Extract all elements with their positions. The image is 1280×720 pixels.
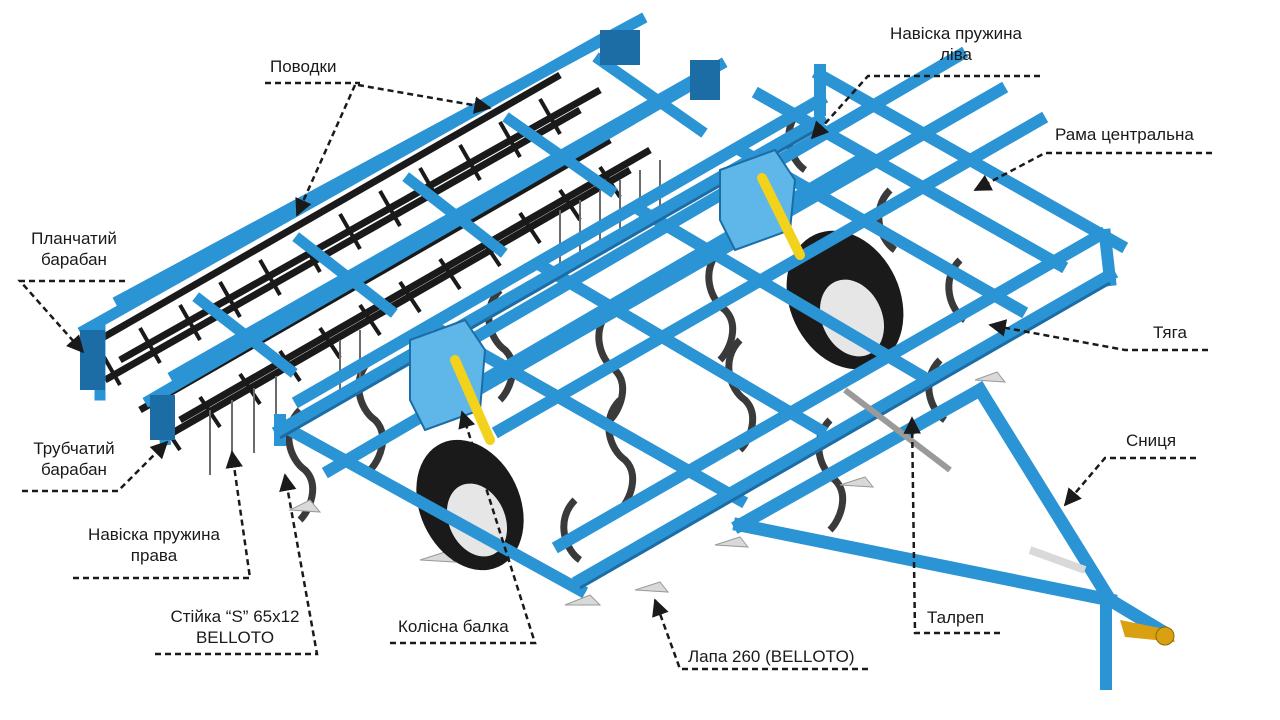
label-naviska-prava: Навіска пружина права (72, 524, 236, 566)
label-kolisna-text: Колісна балка (398, 617, 509, 636)
leader-naviska-prava (73, 450, 252, 580)
label-snytsia: Сниця (1126, 430, 1176, 451)
label-lapa-260: Лапа 260 (BELLOTO) (688, 646, 855, 667)
label-naviska-liva-line1: Навіска пружина (890, 24, 1022, 43)
rear-harrow-mounts (80, 30, 720, 440)
label-rama-text: Рама центральна (1055, 125, 1194, 144)
label-tyaha-text: Тяга (1153, 323, 1187, 342)
turnbuckle (843, 387, 952, 473)
leader-talrep (903, 416, 1000, 635)
label-naviska-prava-line2: права (130, 546, 178, 565)
label-tyaha: Тяга (1153, 322, 1187, 343)
leader-lapa (652, 598, 868, 671)
label-talrep: Талреп (927, 607, 984, 628)
label-rama-tsentralna: Рама центральна (1055, 124, 1194, 145)
leader-povodky-b (357, 83, 492, 114)
label-naviska-prava-line1: Навіска пружина (88, 525, 220, 544)
label-povodky-text: Поводки (270, 57, 337, 76)
leader-snytsia (1063, 456, 1196, 507)
leader-tyaha (988, 319, 1208, 352)
label-snytsia-text: Сниця (1126, 431, 1177, 450)
label-planchatyi-line1: Планчатий (31, 229, 117, 248)
label-lapa-text: Лапа 260 (BELLOTO) (688, 647, 855, 666)
leader-rama (973, 151, 1212, 192)
label-stiika-line2: BELLOTO (195, 628, 275, 647)
label-povodky: Поводки (270, 56, 336, 77)
label-trubchatyi-line2: барабан (41, 460, 107, 479)
label-planchatyi-baraban: Планчатий барабан (22, 228, 126, 270)
leader-naviska-liva (810, 74, 1040, 140)
label-trubchatyi-baraban: Трубчатий барабан (22, 438, 126, 480)
label-talrep-text: Талреп (927, 608, 985, 627)
leader-kolisna (390, 410, 537, 645)
label-trubchatyi-line1: Трубчатий (33, 439, 115, 458)
leader-stiika (155, 473, 319, 656)
label-stiika-line1: Стійка “S” 65х12 (170, 607, 300, 626)
hydraulic-cylinders (450, 173, 805, 445)
leader-trubchatyi (22, 440, 169, 493)
label-stiika-s: Стійка “S” 65х12 BELLOTO (150, 606, 320, 648)
leader-planchatyi (17, 279, 125, 354)
sweeps (288, 371, 1007, 606)
leader-povodky-a (295, 84, 357, 217)
label-kolisna-balka: Колісна балка (398, 616, 509, 637)
label-naviska-liva: Навіска пружина ліва (874, 23, 1038, 65)
label-naviska-liva-line2: ліва (940, 45, 972, 64)
label-planchatyi-line2: барабан (41, 250, 107, 269)
drawbar-hitch (731, 381, 1169, 639)
hitch-parts (1028, 546, 1175, 690)
rear-harrow-frame (77, 12, 728, 447)
